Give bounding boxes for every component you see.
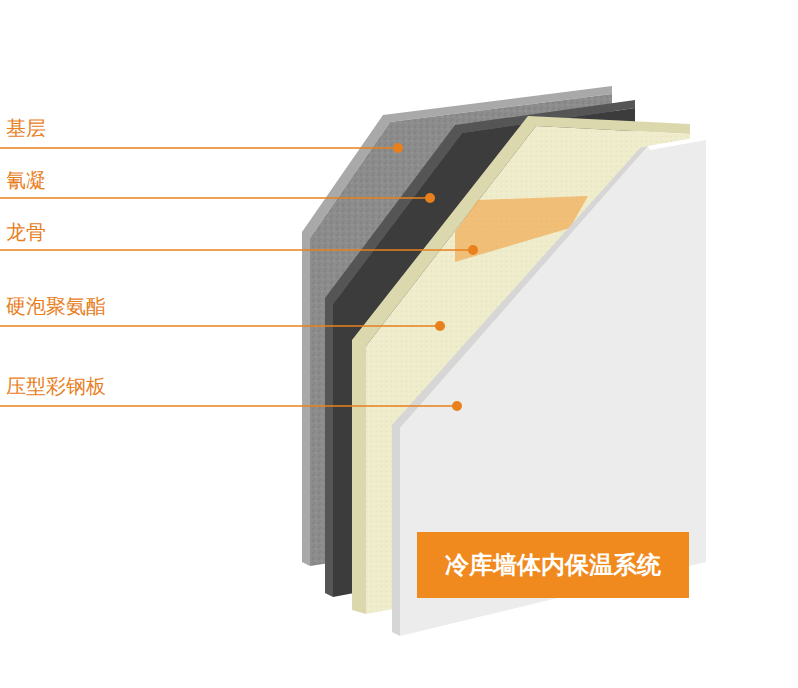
layer-label: 龙骨 (6, 220, 46, 244)
layer-label: 氰凝 (6, 168, 46, 192)
leader-dot (425, 193, 435, 203)
leader-dot (452, 401, 462, 411)
leader-line (0, 325, 440, 327)
leader-dot (393, 143, 403, 153)
banner-text: 冷库墙体内保温系统 (445, 550, 661, 580)
layer-label: 基层 (6, 116, 46, 140)
leader-dot (435, 321, 445, 331)
leader-dot (468, 245, 478, 255)
leader-line (0, 249, 473, 251)
steel-panel (400, 136, 706, 636)
leader-line (0, 197, 430, 199)
title-banner: 冷库墙体内保温系统 (417, 532, 689, 598)
steel-panel-edge (648, 136, 706, 150)
layer-label: 压型彩钢板 (6, 374, 106, 398)
leader-line (0, 147, 398, 149)
leader-line (0, 405, 457, 407)
layer-label: 硬泡聚氨酯 (6, 294, 106, 318)
